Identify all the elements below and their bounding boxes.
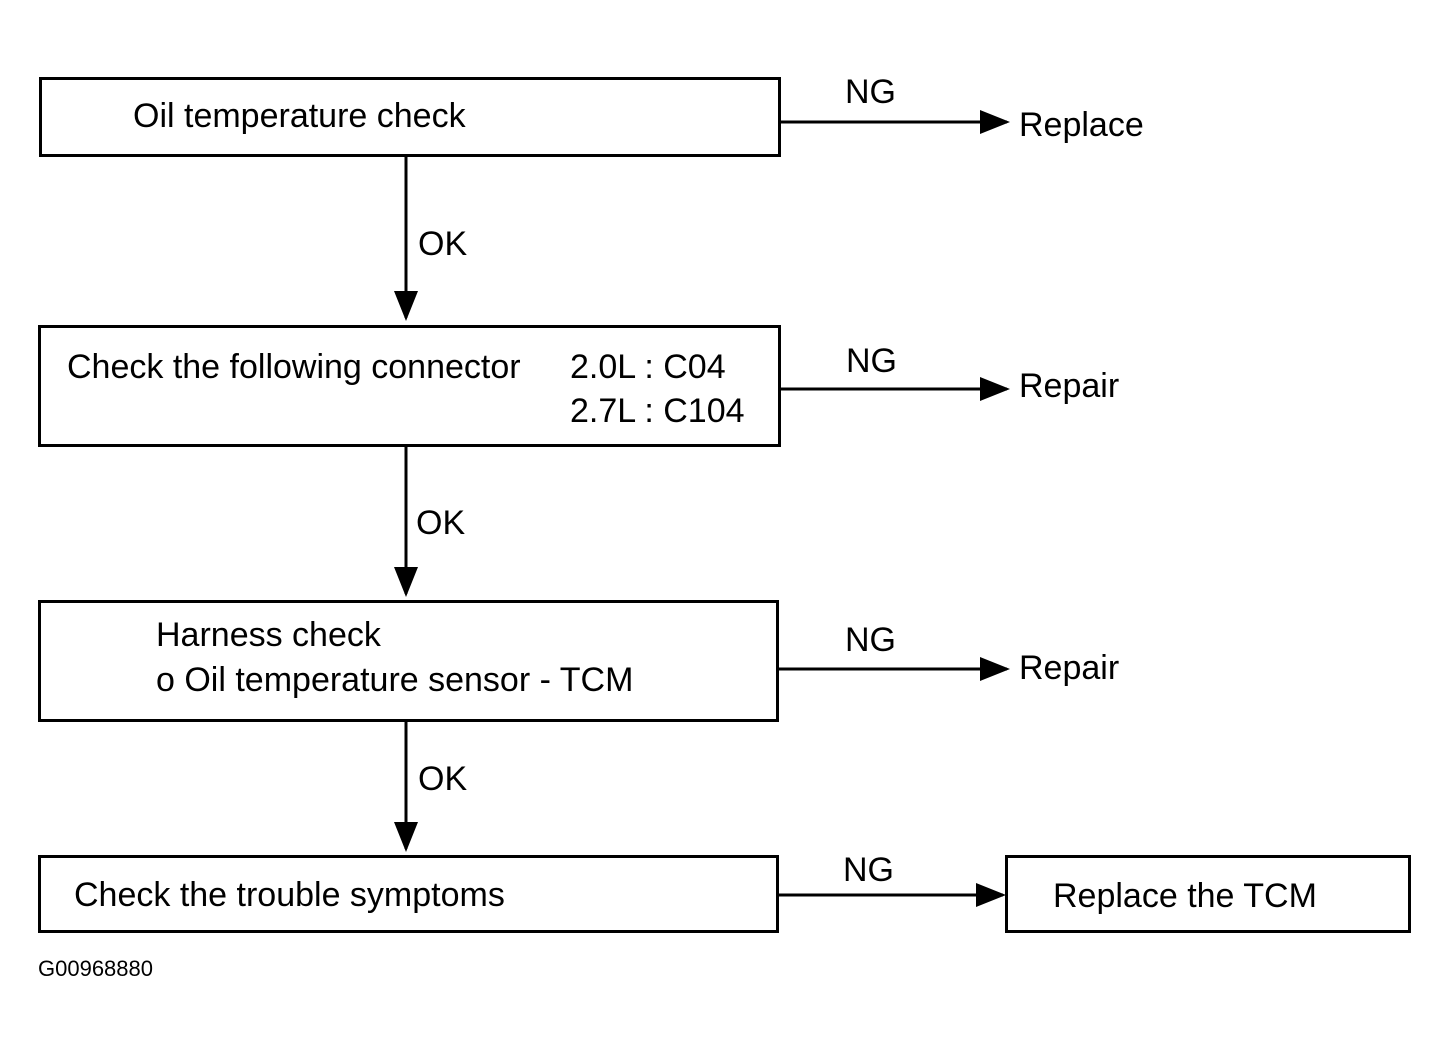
outcome-4-text: Replace the TCM [1053, 877, 1317, 915]
ok-label-3: OK [418, 760, 468, 798]
step-3-detail: o Oil temperature sensor - TCM [156, 661, 634, 699]
ng-label-4: NG [843, 851, 894, 889]
step-1-text: Oil temperature check [133, 97, 466, 135]
step-box-connector-check [38, 325, 781, 447]
outcome-2-text: Repair [1019, 367, 1120, 405]
ng-label-1: NG [845, 73, 896, 111]
ok-label-2: OK [416, 504, 466, 542]
step-box-oil-temperature-check [39, 77, 781, 157]
outcome-1-text: Replace [1019, 106, 1144, 144]
step-2-connector-2-7l: 2.7L : C104 [570, 392, 745, 430]
outcome-box-replace-tcm [1005, 855, 1411, 933]
step-3-title: Harness check [156, 616, 381, 654]
step-box-trouble-symptoms [38, 855, 779, 933]
step-2-connector-2-0l: 2.0L : C04 [570, 348, 726, 386]
outcome-3-text: Repair [1019, 649, 1120, 687]
step-box-harness-check [38, 600, 779, 722]
figure-id: G00968880 [38, 956, 153, 981]
step-4-text: Check the trouble symptoms [74, 876, 505, 914]
ok-label-1: OK [418, 225, 468, 263]
ng-label-2: NG [846, 342, 897, 380]
ng-label-3: NG [845, 621, 896, 659]
step-2-text: Check the following connector [67, 348, 521, 386]
